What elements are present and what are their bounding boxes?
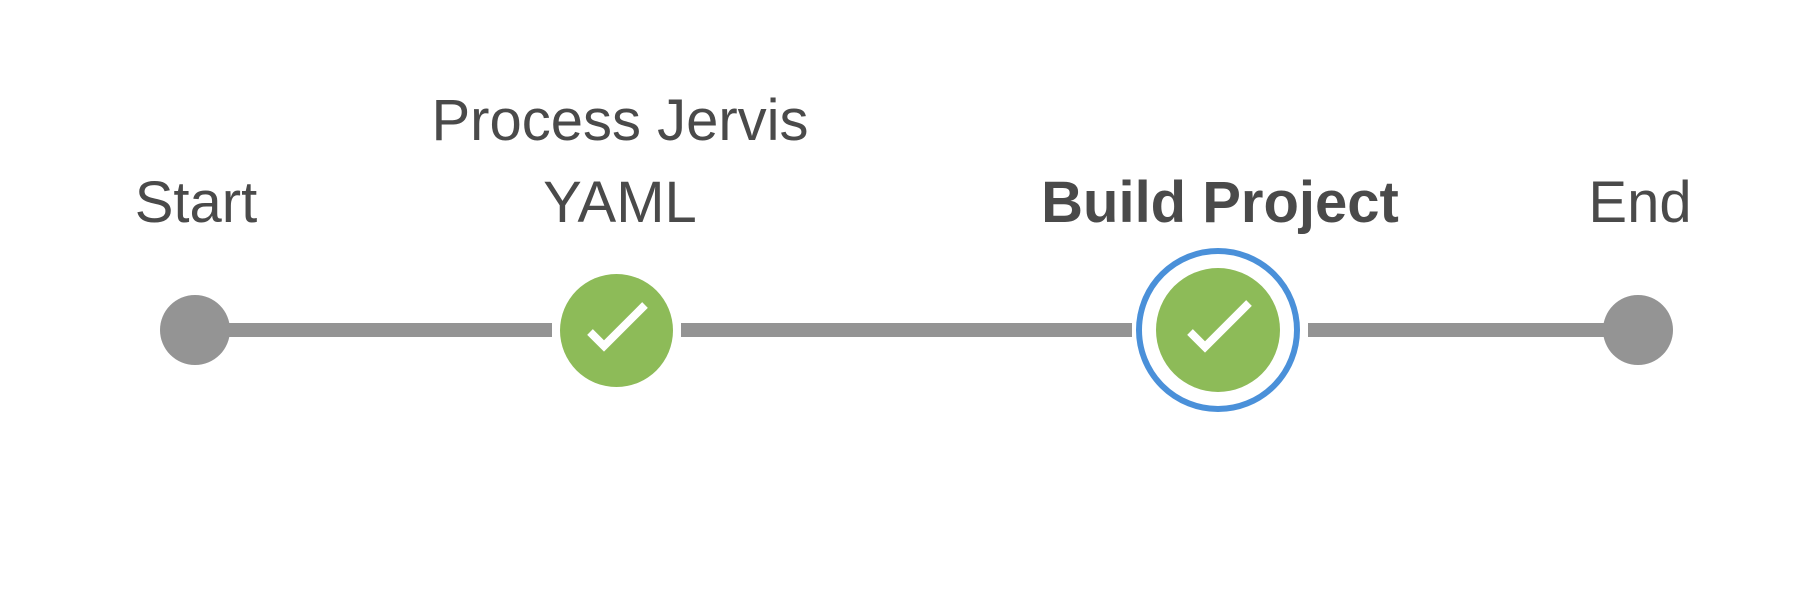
connector-build-to-end — [1308, 323, 1611, 337]
stage-label-line: Start — [134, 170, 258, 235]
stage-node-build-project[interactable] — [1156, 268, 1280, 392]
stage-label-line: End — [1588, 170, 1692, 235]
stage-label-line: YAML — [543, 170, 697, 235]
stage-label-line: Process Jervis — [431, 88, 809, 153]
connector-start-to-process — [228, 323, 552, 337]
check-icon — [587, 302, 648, 352]
stage-label-end[interactable]: End — [1540, 162, 1740, 244]
stage-label-build-project[interactable]: Build Project — [980, 162, 1460, 244]
check-icon — [1187, 300, 1252, 353]
stage-node-end[interactable] — [1603, 295, 1673, 365]
stage-label-process-jervis-yaml[interactable]: Process Jervis YAML — [380, 80, 860, 244]
stage-node-start[interactable] — [160, 295, 230, 365]
stage-label-start[interactable]: Start — [96, 162, 296, 244]
stage-node-process-jervis-yaml[interactable] — [560, 274, 673, 387]
connector-process-to-build — [681, 323, 1132, 337]
stage-label-line: Build Project — [1041, 170, 1399, 235]
